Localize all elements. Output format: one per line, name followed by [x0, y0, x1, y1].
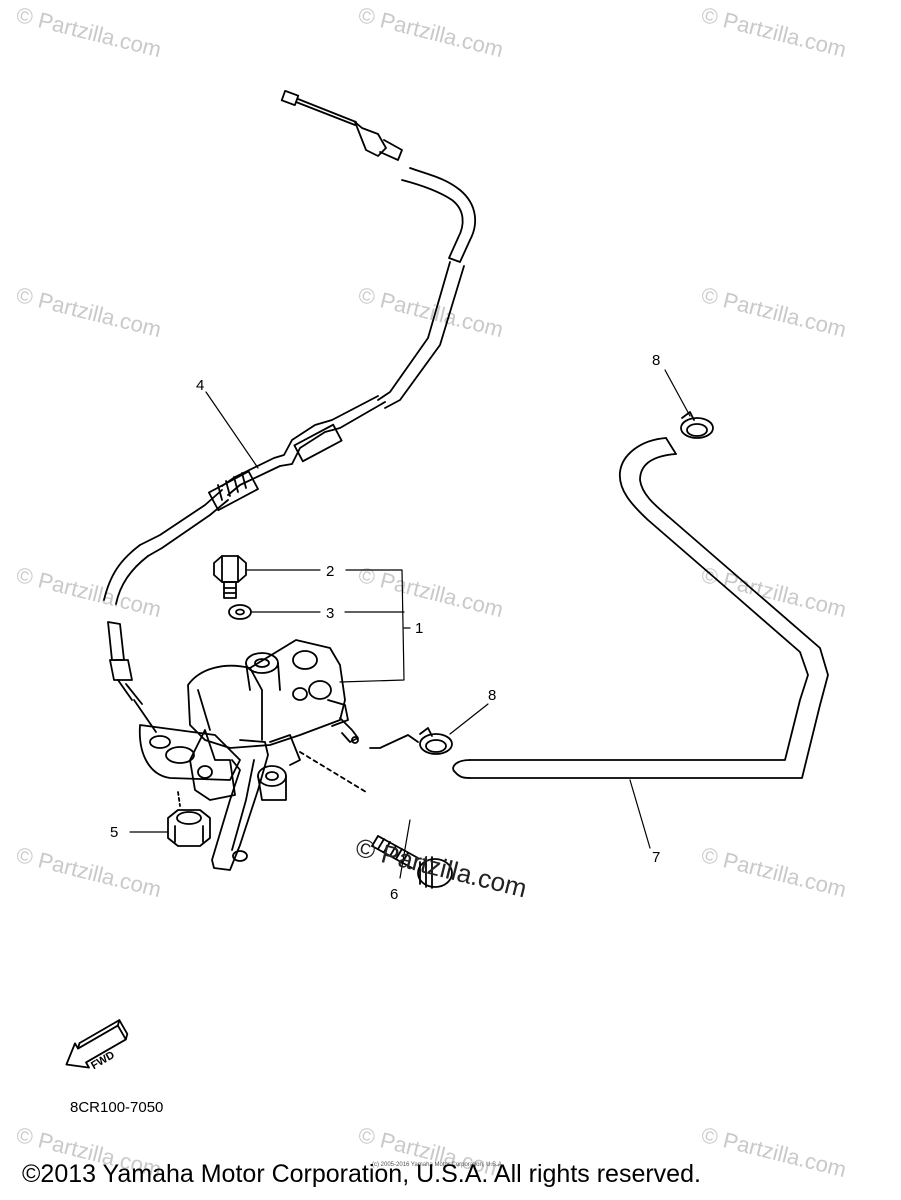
nut — [167, 791, 211, 847]
oil-hose — [452, 437, 829, 779]
leader-lines — [129, 369, 691, 879]
hose-clip — [419, 727, 453, 755]
callout-3: 3 — [326, 605, 334, 622]
fwd-arrow-icon — [65, 1019, 129, 1069]
washer — [228, 604, 252, 620]
callout-2: 2 — [326, 563, 334, 580]
hose-clip — [680, 411, 714, 439]
copyright-notice: ©2013 Yamaha Motor Corporation, U.S.A. A… — [22, 1160, 701, 1188]
callout-1: 1 — [415, 620, 423, 637]
callout-8-top: 8 — [652, 352, 660, 369]
throttle-cable — [103, 90, 476, 733]
tiny-credit: (c) 2005-2016 Yamaha Motor Corporation, … — [372, 1162, 504, 1168]
callout-7: 7 — [652, 849, 660, 866]
callout-6: 6 — [390, 886, 398, 903]
callout-5: 5 — [110, 824, 118, 841]
bolt — [213, 555, 247, 599]
oil-pump — [138, 639, 419, 871]
callout-4: 4 — [196, 377, 204, 394]
callout-8-bottom: 8 — [488, 687, 496, 704]
fwd-label: FWD — [89, 1049, 117, 1072]
part-code: 8CR100-7050 — [70, 1099, 164, 1116]
adjusting-screw — [299, 751, 453, 889]
